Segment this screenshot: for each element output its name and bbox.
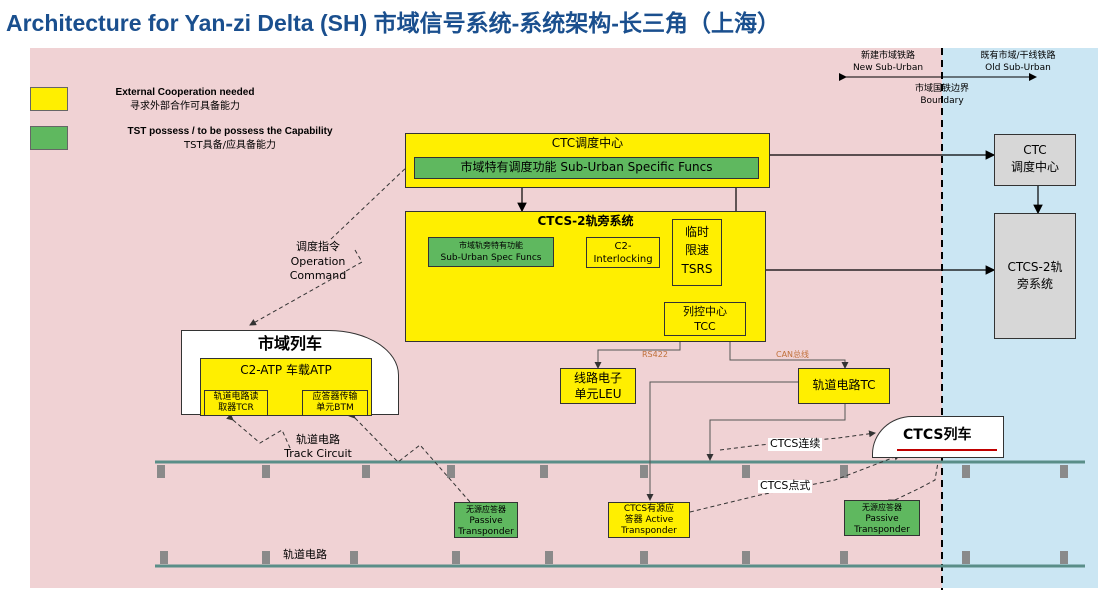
passive1-line2: Passive	[469, 516, 503, 526]
new-suburban-label-en: New Sub-Urban	[852, 63, 924, 73]
boundary-label-zh: 市域国铁边界	[914, 84, 969, 94]
legend-external-zh: 寻求外部合作可具备能力	[130, 101, 240, 112]
operation-command-en1: Operation	[290, 255, 346, 268]
right-ctcs2-system: CTCS-2轨 旁系统	[994, 213, 1076, 339]
suburban-train-title: 市域列车	[257, 334, 322, 353]
tsrs-box: 临时 限速 TSRS	[672, 219, 722, 286]
passive2-line3: Transponder	[854, 525, 910, 535]
interlocking-line1: C2-	[614, 241, 632, 252]
ctcs-train: CTCS列车	[872, 416, 1004, 458]
passive-transponder-1: 无源应答器 Passive Transponder	[454, 502, 518, 538]
leu-line1: 线路电子	[573, 371, 622, 385]
ctcs-point-label: CTCS点式	[758, 479, 813, 493]
right-ctcs2-line1: CTCS-2轨	[1007, 260, 1063, 274]
old-suburban-label-en: Old Sub-Urban	[985, 63, 1051, 73]
atp-title: C2-ATP 车载ATP	[240, 363, 332, 377]
tcr-line1: 轨道电路读	[213, 392, 259, 402]
spec-funcs-zh: 市域轨旁特有功能	[459, 241, 523, 250]
ctc-center: CTC调度中心 市域特有调度功能 Sub-Urban Specific Func…	[405, 133, 770, 188]
legend-green-swatch	[30, 126, 68, 150]
active-line2: 答器 Active	[624, 515, 674, 525]
track-sleepers	[157, 465, 1068, 564]
track-circuit-tc: 轨道电路TC	[798, 368, 890, 404]
btm-line1: 应答器传输	[312, 392, 358, 402]
new-suburban-label-zh: 新建市域铁路	[860, 51, 915, 61]
track-circuit-en: Track Circuit	[284, 447, 352, 460]
c2-interlocking: C2- Interlocking	[586, 237, 660, 268]
passive2-line1: 无源应答器	[862, 503, 902, 512]
legend-yellow-swatch	[30, 87, 68, 111]
passive2-line2: Passive	[865, 514, 899, 524]
tsrs-line1: 临时	[684, 225, 709, 239]
tcr-line2: 取器TCR	[218, 403, 254, 413]
legend-external-en: External Cooperation needed	[115, 87, 255, 98]
ctcs-train-title: CTCS列车	[903, 427, 972, 443]
boundary-label-en: Boundary	[920, 96, 964, 106]
spec-funcs-en: Sub-Urban Spec Funcs	[440, 253, 542, 263]
tcc-box: 列控中心 TCC	[664, 302, 746, 336]
active-line3: Transponder	[621, 526, 677, 536]
right-ctc-line2: 调度中心	[1010, 160, 1059, 174]
ctcs-continuous-label: CTCS连续	[768, 437, 823, 451]
right-ctcs2-line2: 旁系统	[1016, 277, 1053, 291]
tcr-box: 轨道电路读 取器TCR	[204, 390, 268, 416]
bottom-track-label: 轨道电路	[283, 548, 327, 561]
operation-command-en2: Command	[289, 269, 347, 282]
leu-box: 线路电子 单元LEU	[560, 368, 636, 404]
operation-command-zh: 调度指令	[296, 240, 340, 253]
active-transponder: CTCS有源应 答器 Active Transponder	[608, 502, 690, 538]
can-bus-label: CAN总线	[776, 350, 810, 359]
page-title: Architecture for Yan-zi Delta (SH) 市域信号系…	[6, 10, 780, 36]
rs422-label: RS422	[642, 350, 668, 359]
ctc-title: CTC调度中心	[551, 136, 624, 150]
passive1-line1: 无源应答器	[466, 505, 506, 514]
tcc-line1: 列控中心	[683, 305, 727, 318]
suburban-specific-funcs: 市域特有调度功能 Sub-Urban Specific Funcs	[414, 157, 759, 179]
passive1-line3: Transponder	[458, 527, 514, 537]
right-ctc-line1: CTC	[1023, 143, 1047, 157]
suburban-spec-funcs: 市域轨旁特有功能 Sub-Urban Spec Funcs	[428, 237, 554, 267]
track-circuit-zh: 轨道电路	[296, 433, 340, 446]
old-suburban-label-zh: 既有市域/干线铁路	[980, 51, 1056, 61]
active-line1: CTCS有源应	[623, 504, 675, 514]
passive-transponder-2: 无源应答器 Passive Transponder	[844, 500, 920, 536]
right-ctc-center: CTC 调度中心	[994, 134, 1076, 186]
btm-box: 应答器传输 单元BTM	[302, 390, 368, 416]
leu-line2: 单元LEU	[574, 387, 622, 401]
btm-line2: 单元BTM	[316, 403, 354, 413]
tsrs-line2: 限速	[684, 243, 709, 257]
tcc-line2: TCC	[694, 320, 716, 333]
interlocking-line2: Interlocking	[593, 254, 653, 265]
legend-tst-zh: TST具备/应具备能力	[184, 140, 276, 151]
ctcs2-title: CTCS-2轨旁系统	[537, 214, 634, 228]
legend-tst-en: TST possess / to be possess the Capabili…	[127, 126, 333, 137]
ctcs-train-underline	[897, 449, 997, 451]
tsrs-line3: TSRS	[681, 262, 713, 276]
